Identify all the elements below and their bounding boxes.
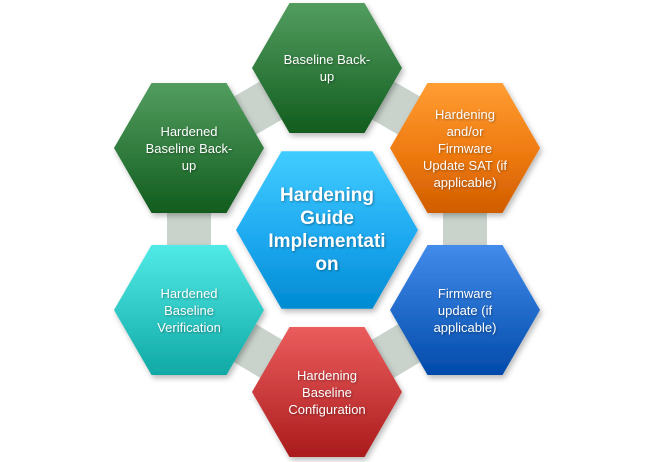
step-baseline-backup-hexagon	[252, 3, 402, 133]
step-hardened-baseline-backup-label: Hardened Baseline Back- up	[145, 123, 233, 173]
step-baseline-backup-label: Baseline Back- up	[283, 52, 371, 84]
step-hardened-baseline-backup-hexagon	[114, 83, 264, 213]
step-hardened-baseline-verification-hexagon	[114, 245, 264, 375]
step-hardening-firmware-sat-label: Hardening and/or Firmware Update SAT (if…	[422, 106, 508, 190]
step-firmware-update-label: Firmware update (if applicable)	[433, 285, 497, 335]
step-hardened-baseline-verification-label: Hardened Baseline Verification	[157, 285, 221, 335]
step-hardening-baseline-configuration-hexagon	[252, 327, 402, 457]
step-hardening-baseline-configuration-label: Hardening Baseline Configuration	[288, 367, 366, 417]
center-label: Hardening Guide Implementati on	[268, 185, 386, 275]
step-firmware-update-hexagon	[390, 245, 540, 375]
step-hardening-firmware-sat-hexagon	[390, 83, 540, 213]
center-hexagon	[236, 151, 418, 309]
